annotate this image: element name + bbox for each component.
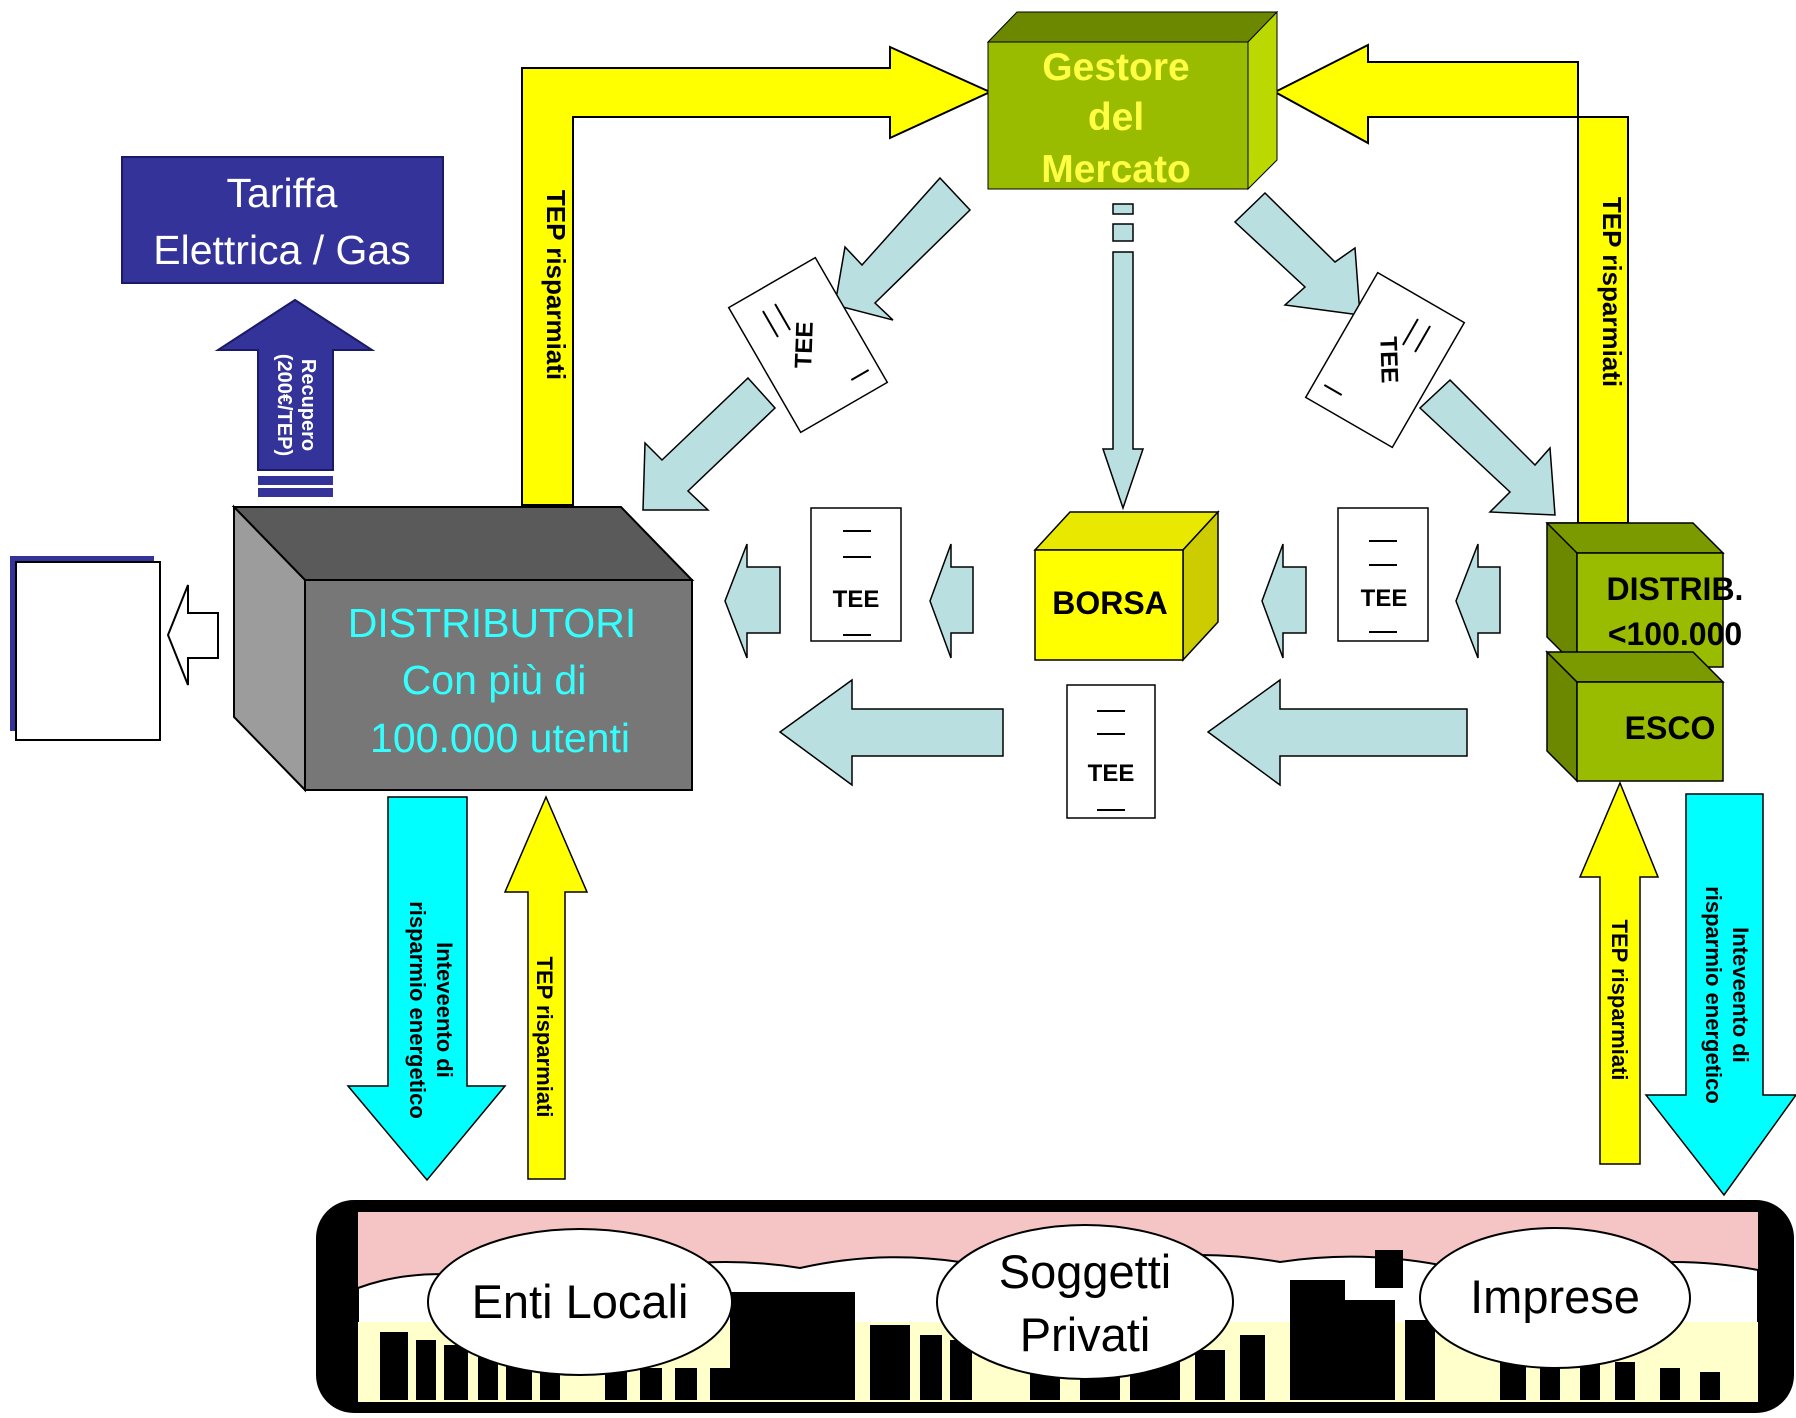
- gestore-to-tee-right-arrow: [1233, 191, 1361, 316]
- tee-label: TEE: [1374, 336, 1403, 384]
- tep-bottom-left-label: TEP risparmiati: [532, 957, 557, 1118]
- tee-label: TEE: [1088, 760, 1135, 787]
- intervento-left-line1: Inteveento di: [432, 942, 457, 1078]
- intervento-left-arrow: Inteveento di risparmio energetico: [346, 796, 507, 1182]
- distrib-small-line2: <100.000: [1608, 616, 1742, 652]
- tep-right-top-arrow: TEP risparmiati: [1272, 43, 1629, 524]
- tee-certificate-upper-left: TEE: [727, 256, 889, 434]
- to-document-arrow: [166, 584, 219, 686]
- distrib-small-node: DISTRIB. <100.000: [1545, 522, 1744, 669]
- tep-left-bottom-arrow: TEP risparmiati: [503, 795, 589, 1180]
- intervento-right-arrow: Inteveento di risparmio energetico: [1644, 793, 1796, 1197]
- tee-certificate-bottom: TEE: [1066, 684, 1156, 819]
- esco-label: ESCO: [1625, 710, 1716, 746]
- distributori-node: DISTRIBUTORI Con più di 100.000 utenti: [231, 504, 695, 793]
- city-banner: Enti Locali Soggetti Privati Imprese: [316, 1200, 1794, 1413]
- tee-certificate-mid-right: TEE: [1337, 507, 1429, 642]
- document-stack: [10, 556, 161, 741]
- distrib-small-line1: DISTRIB.: [1607, 571, 1744, 607]
- recupero-arrow: Recupero (200€/TEP): [214, 298, 376, 497]
- row-arrow-2: [929, 543, 974, 659]
- tee-right-to-distrib-arrow: [1418, 378, 1556, 516]
- gestore-line1: Gestore: [1042, 46, 1189, 89]
- gestore-node: Gestore del Mercato: [986, 10, 1279, 191]
- tee-label: TEE: [1361, 585, 1408, 612]
- tee-label: TEE: [790, 321, 819, 369]
- gestore-to-borsa-arrow: [1101, 203, 1145, 511]
- tariffa-line2: Elettrica / Gas: [153, 227, 410, 273]
- distributori-line3: 100.000 utenti: [370, 715, 630, 761]
- row-arrow-4: [1455, 543, 1501, 659]
- distributori-line1: DISTRIBUTORI: [348, 600, 637, 646]
- tariffa-line1: Tariffa: [227, 170, 338, 216]
- row-arrow-3: [1261, 543, 1307, 659]
- gestore-line3: Mercato: [1041, 148, 1191, 191]
- tee-label: TEE: [833, 586, 880, 613]
- distributori-line2: Con più di: [402, 657, 587, 703]
- recupero-line2: (200€/TEP): [273, 354, 295, 456]
- imprese-label: Imprese: [1470, 1270, 1640, 1323]
- enti-locali-label: Enti Locali: [472, 1275, 689, 1328]
- intervento-left-line2: risparmio energetico: [405, 901, 430, 1119]
- long-arrow-left: [778, 678, 1004, 787]
- tep-bottom-right-label: TEP risparmiati: [1607, 920, 1632, 1081]
- row-arrow-1: [724, 543, 781, 659]
- intervento-right-line2: risparmio energetico: [1701, 886, 1726, 1104]
- tee-certificate-upper-right: TEE: [1304, 271, 1466, 449]
- borsa-node: BORSA: [1033, 510, 1220, 662]
- borsa-label: BORSA: [1052, 585, 1168, 621]
- tep-left-top-arrow: TEP risparmiati: [521, 45, 993, 506]
- recupero-line1: Recupero: [297, 359, 319, 451]
- tep-right-bottom-arrow: TEP risparmiati: [1578, 781, 1660, 1165]
- soggetti-line1: Soggetti: [999, 1245, 1171, 1298]
- tariffa-node: Tariffa Elettrica / Gas: [121, 156, 444, 284]
- tee-certificate-mid-left: TEE: [810, 507, 902, 642]
- tee-left-to-distributori-arrow: [642, 376, 777, 511]
- intervento-right-line1: Inteveento di: [1728, 927, 1753, 1063]
- tep-left-label: TEP risparmiati: [541, 190, 571, 380]
- esco-node: ESCO: [1545, 650, 1725, 783]
- long-arrow-right: [1206, 678, 1468, 787]
- soggetti-line2: Privati: [1020, 1308, 1151, 1361]
- gestore-line2: del: [1088, 96, 1144, 139]
- tep-right-label: TEP risparmiati: [1597, 197, 1627, 387]
- gestore-to-tee-left-arrow: [834, 176, 972, 321]
